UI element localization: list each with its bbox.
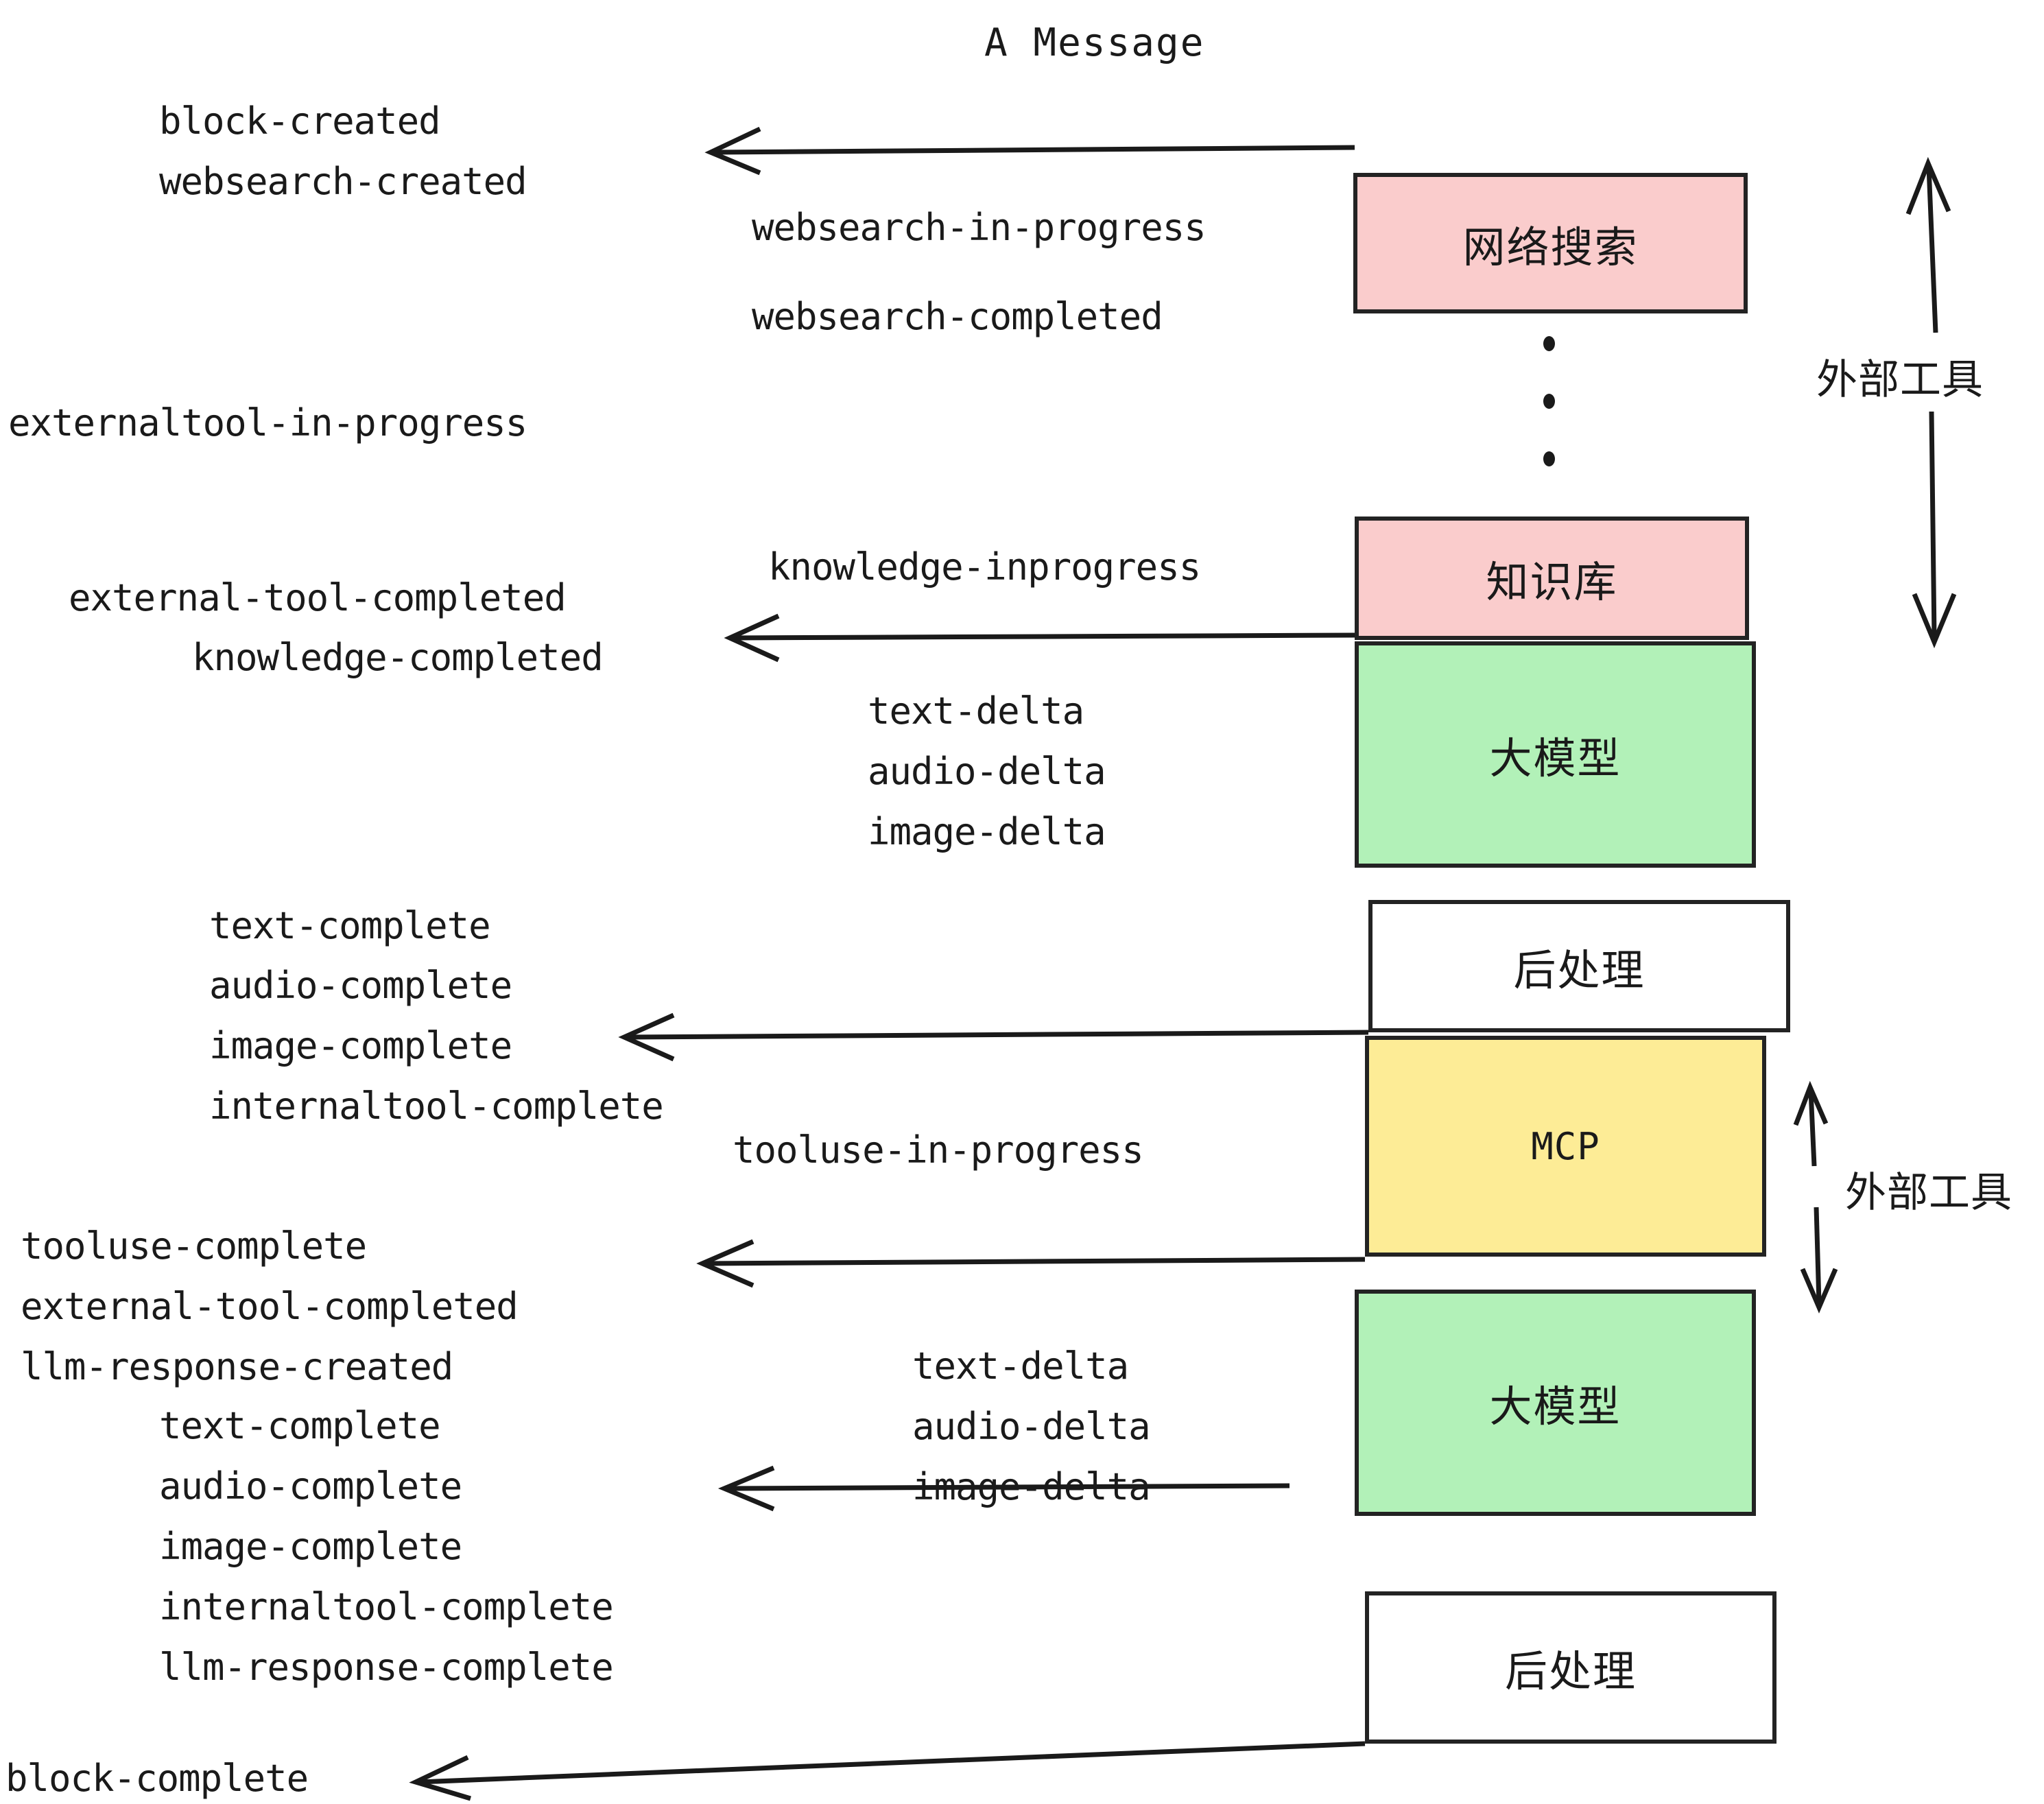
- event-label-audio-delta-1: audio-delta: [868, 750, 1106, 793]
- event-label-knowledge-inprogress: knowledge-inprogress: [768, 545, 1201, 589]
- external-tool-top-down-arrow: [1912, 411, 1957, 649]
- event-label-websearch-completed: websearch-completed: [752, 295, 1163, 338]
- event-label-tooluse-in-progress: tooluse-in-progress: [733, 1128, 1144, 1172]
- event-label-image-complete-2: image-complete: [159, 1525, 462, 1568]
- event-label-audio-delta-2: audio-delta: [912, 1405, 1151, 1448]
- event-label-text-delta-2: text-delta: [912, 1344, 1129, 1388]
- event-label-image-delta-1: image-delta: [868, 810, 1106, 853]
- event-label-text-complete-1: text-complete: [209, 904, 491, 947]
- node-websearch[interactable]: 网络搜索: [1353, 173, 1748, 313]
- node-postprocess-1[interactable]: 后处理: [1368, 900, 1790, 1032]
- arrow-llm2-to-audio-complete: [717, 1465, 1290, 1512]
- event-label-image-delta-2: image-delta: [912, 1465, 1151, 1508]
- event-label-llm-response-complete: llm-response-complete: [159, 1646, 614, 1689]
- event-label-internaltool-complete-1: internaltool-complete: [209, 1084, 664, 1128]
- external-tool-bottom-up-arrow: [1793, 1080, 1829, 1167]
- node-knowledge[interactable]: 知识库: [1355, 517, 1749, 640]
- node-mcp-label: MCP: [1531, 1124, 1600, 1168]
- event-label-llm-response-created: llm-response-created: [21, 1345, 453, 1388]
- event-label-external-tool-completed-2: external-tool-completed: [21, 1285, 519, 1328]
- node-postprocess-1-label: 后处理: [1513, 945, 1645, 995]
- side-label-external-tool-bottom: 外部工具: [1845, 1169, 2012, 1217]
- event-label-websearch-created: websearch-created: [159, 160, 527, 203]
- side-label-external-tool-top: 外部工具: [1816, 356, 1984, 404]
- node-llm-2[interactable]: 大模型: [1355, 1290, 1756, 1516]
- event-label-text-delta-1: text-delta: [868, 689, 1084, 733]
- node-mcp[interactable]: MCP: [1365, 1036, 1766, 1257]
- event-label-text-complete-2: text-complete: [159, 1404, 441, 1447]
- event-label-tooluse-complete: tooluse-complete: [21, 1224, 367, 1268]
- event-label-external-tool-completed-1: external-tool-completed: [69, 576, 567, 619]
- event-label-externaltool-in-progress: externaltool-in-progress: [8, 401, 527, 444]
- node-llm-1[interactable]: 大模型: [1355, 641, 1756, 868]
- event-label-image-complete-1: image-complete: [209, 1024, 512, 1067]
- arrow-knowledge-to-completed: [724, 613, 1355, 663]
- diagram-title: A Message: [984, 21, 1205, 65]
- external-tool-bottom-down-arrow: [1800, 1207, 1838, 1314]
- event-label-audio-complete-2: audio-complete: [159, 1464, 462, 1508]
- node-llm-1-label: 大模型: [1489, 733, 1621, 783]
- arrow-mcp-to-tooluse-complete: [696, 1239, 1366, 1288]
- vertical-ellipsis-icon: [1542, 336, 1556, 466]
- event-label-block-complete: block-complete: [5, 1757, 309, 1800]
- node-postprocess-2-label: 后处理: [1504, 1646, 1637, 1696]
- event-label-audio-complete-1: audio-complete: [209, 964, 512, 1007]
- event-label-block-created: block-created: [159, 99, 441, 143]
- node-websearch-label: 网络搜索: [1462, 222, 1639, 272]
- arrow-websearch-to-created: [704, 126, 1355, 176]
- event-label-websearch-in-progress: websearch-in-progress: [752, 206, 1207, 249]
- external-tool-top-up-arrow: [1905, 156, 1951, 333]
- node-llm-2-label: 大模型: [1489, 1381, 1621, 1432]
- event-label-knowledge-completed: knowledge-completed: [192, 636, 604, 679]
- arrow-postprocess1-to-image-complete: [618, 1012, 1369, 1062]
- node-knowledge-label: 知识库: [1486, 557, 1618, 607]
- node-postprocess-2[interactable]: 后处理: [1365, 1591, 1776, 1744]
- arrow-postprocess2-to-block-complete: [409, 1741, 1366, 1801]
- event-label-internaltool-complete-2: internaltool-complete: [159, 1585, 614, 1628]
